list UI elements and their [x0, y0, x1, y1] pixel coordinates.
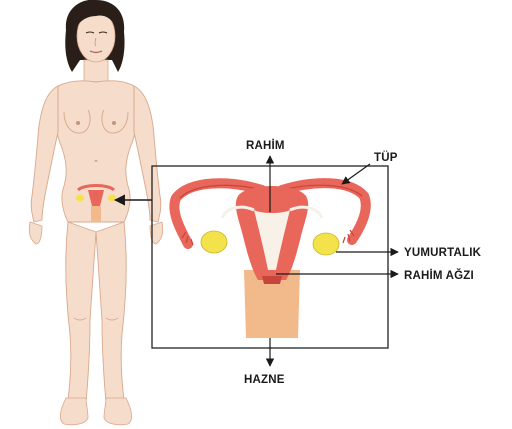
cervix-shape	[262, 276, 282, 284]
label-vagina: HAZNE	[244, 374, 285, 386]
female-body-figure	[29, 0, 163, 425]
right-leg	[96, 222, 126, 402]
label-uterus: RAHİM	[246, 139, 285, 152]
tube-arrow	[342, 164, 370, 184]
left-arm	[31, 86, 58, 222]
right-arm	[134, 86, 161, 222]
label-cervix: RAHİM AĞZI	[404, 269, 474, 282]
left-ovary	[201, 231, 227, 253]
left-leg	[66, 222, 96, 402]
label-tube: TÜP	[374, 151, 398, 164]
right-ovary	[313, 233, 339, 255]
label-ovary: YUMURTALIK	[404, 247, 482, 259]
